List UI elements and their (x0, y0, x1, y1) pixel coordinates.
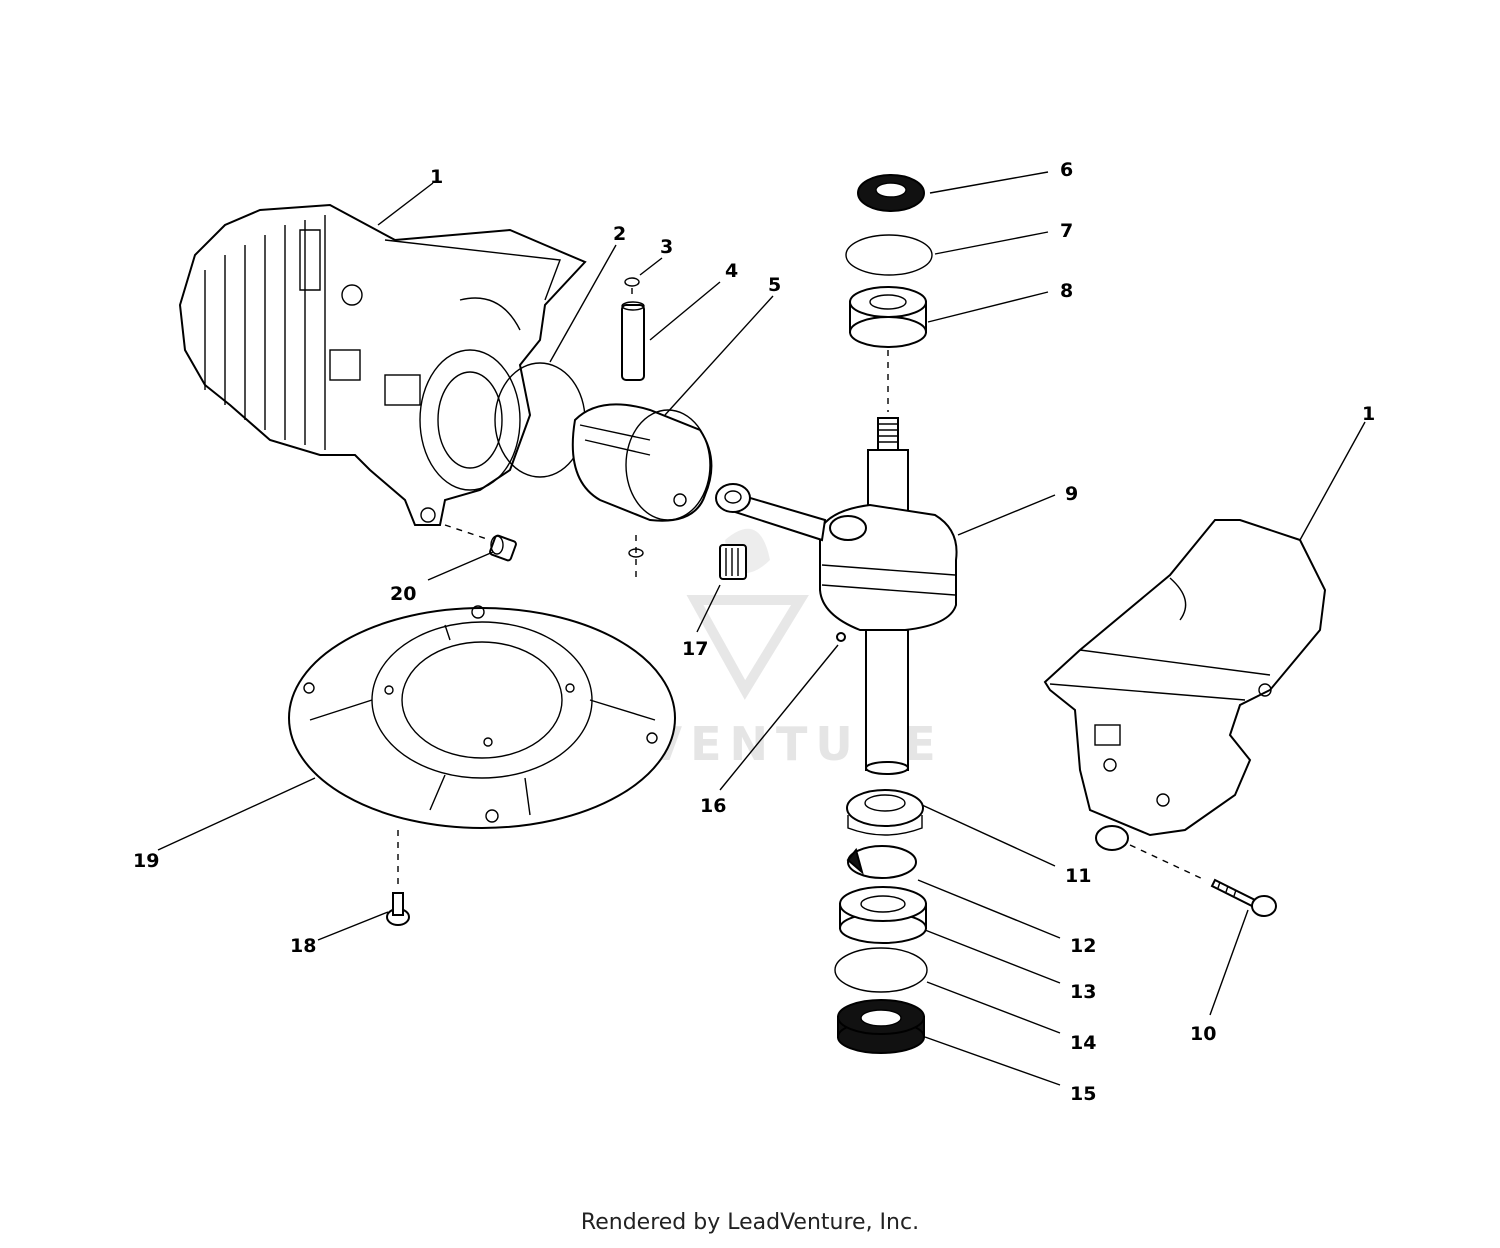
callout-10: 10 (1190, 1023, 1216, 1045)
piston (571, 403, 713, 522)
callout-3: 3 (660, 236, 673, 258)
callout-15: 15 (1070, 1083, 1096, 1105)
retaining-clip (846, 845, 917, 879)
dowel-pin (489, 534, 517, 562)
connecting-rod (715, 483, 827, 542)
crankcase-cylinder-left (178, 203, 587, 526)
callout-9: 9 (1065, 483, 1078, 505)
callout-1-right: 1 (1362, 403, 1375, 425)
callout-20: 20 (390, 583, 416, 605)
piston-pin (621, 301, 645, 381)
crankcase-right (1043, 519, 1327, 851)
callout-18: 18 (290, 935, 316, 957)
retaining-ring-top (845, 234, 933, 276)
callout-7: 7 (1060, 220, 1073, 242)
callout-19: 19 (133, 850, 159, 872)
assembly-line (1129, 844, 1206, 881)
callout-4: 4 (725, 260, 738, 282)
woodruff-key (836, 632, 846, 642)
callout-16: 16 (700, 795, 726, 817)
callout-13: 13 (1070, 981, 1096, 1003)
callout-17: 17 (682, 638, 708, 660)
crankcase-plate (288, 605, 676, 829)
callout-11: 11 (1065, 865, 1091, 887)
crankshaft (819, 417, 958, 775)
callout-14: 14 (1070, 1032, 1096, 1054)
piston-pin-clip-top (624, 277, 640, 287)
crankshaft-bushing (846, 789, 924, 836)
plate-screw (386, 892, 410, 926)
watermark-logo (686, 528, 809, 700)
retaining-ring-bottom (834, 947, 928, 993)
footer-credit: Rendered by LeadVenture, Inc. (580, 1210, 920, 1235)
ball-bearing-top (849, 286, 927, 348)
callout-6: 6 (1060, 159, 1073, 181)
assembly-line (444, 524, 491, 541)
oil-seal-top (857, 174, 925, 212)
callout-labels: 1 2 3 4 5 6 7 8 9 1 20 17 16 19 18 11 12… (133, 159, 1375, 1105)
callout-12: 12 (1070, 935, 1096, 957)
oil-seal-bottom (837, 999, 925, 1054)
callout-8: 8 (1060, 280, 1073, 302)
callout-2: 2 (613, 223, 626, 245)
crankcase-bolt (1210, 878, 1277, 917)
callout-5: 5 (768, 274, 781, 296)
needle-bearing (719, 544, 747, 580)
leader-lines (157, 171, 1366, 1086)
ball-bearing-bottom (839, 886, 927, 944)
callout-1-left: 1 (430, 166, 443, 188)
